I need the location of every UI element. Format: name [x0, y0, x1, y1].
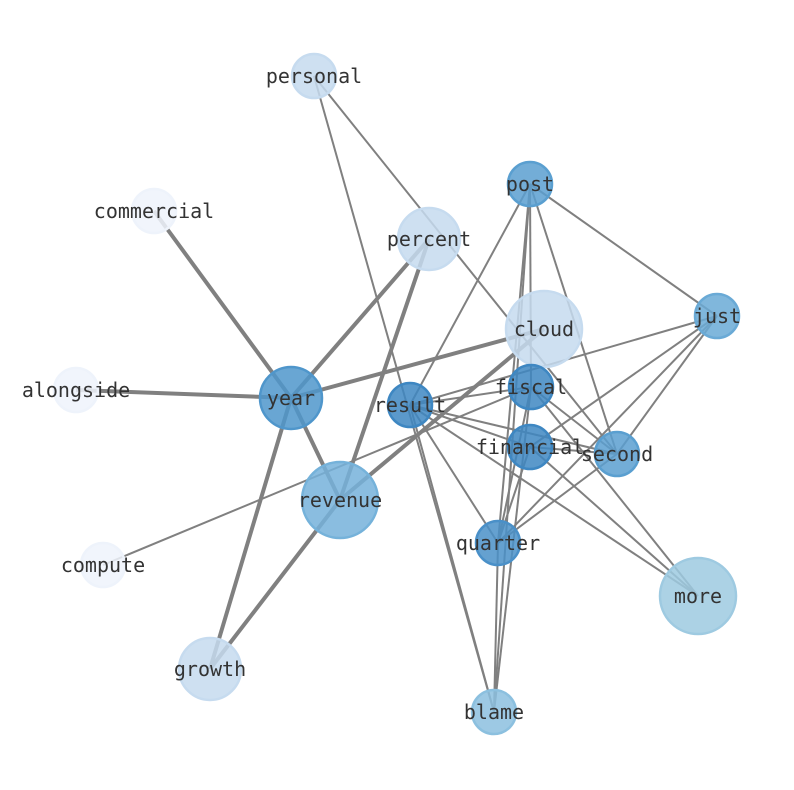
node-revenue[interactable] [300, 460, 380, 540]
edge-fiscal-quarter [497, 386, 532, 544]
edge-post-result [409, 183, 531, 406]
node-label-more: more [674, 584, 722, 608]
labels-layer: personal commercial percent post cloud just al… [22, 64, 741, 724]
edge-just-second [616, 315, 718, 455]
node-label-compute: compute [61, 553, 145, 577]
nodes-layer [52, 52, 741, 736]
node-more[interactable] [658, 556, 738, 636]
node-label-cloud: cloud [514, 317, 574, 341]
node-financial[interactable] [506, 423, 554, 471]
edge-quarter-blame [493, 542, 499, 713]
node-label-commercial: commercial [94, 199, 214, 223]
edge-post-just [529, 183, 718, 317]
edge-second-quarter [497, 453, 618, 544]
node-label-alongside: alongside [22, 378, 130, 402]
edge-revenue-cloud [338, 327, 546, 502]
edge-year-growth [208, 397, 293, 670]
node-percent[interactable] [396, 206, 462, 272]
node-fiscal[interactable] [507, 363, 555, 411]
edge-percent-revenue [338, 238, 431, 501]
node-blame[interactable] [470, 688, 518, 736]
node-label-just: just [693, 304, 741, 328]
node-compute[interactable] [79, 541, 127, 589]
edge-fiscal-more [530, 386, 699, 597]
edge-personal-second [313, 75, 618, 455]
node-label-personal: personal [266, 64, 362, 88]
node-label-revenue: revenue [298, 488, 382, 512]
edge-commercial-year [152, 209, 293, 400]
node-label-post: post [506, 172, 554, 196]
node-growth[interactable] [177, 636, 243, 702]
edge-just-quarter [497, 315, 718, 544]
node-personal[interactable] [290, 52, 338, 100]
edge-result-second [409, 404, 618, 455]
node-label-second: second [581, 442, 653, 466]
node-result[interactable] [386, 381, 434, 429]
node-just[interactable] [693, 292, 741, 340]
edge-result-quarter [409, 404, 499, 544]
edge-alongside-year [75, 388, 292, 400]
edge-post-quarter [497, 183, 531, 544]
node-label-financial: financial [476, 435, 584, 459]
node-label-fiscal: fiscal [495, 375, 567, 399]
node-label-year: year [267, 386, 315, 410]
node-cloud[interactable] [504, 289, 584, 369]
node-label-result: result [374, 393, 446, 417]
node-quarter[interactable] [474, 519, 522, 567]
node-label-percent: percent [387, 227, 471, 251]
node-alongside[interactable] [52, 366, 100, 414]
edge-year-cloud [290, 327, 545, 400]
edge-year-percent [289, 237, 431, 400]
node-label-quarter: quarter [456, 531, 540, 555]
edge-result-blame [409, 404, 495, 713]
node-year[interactable] [258, 365, 324, 431]
node-label-blame: blame [464, 700, 524, 724]
node-commercial[interactable] [130, 187, 178, 235]
node-second[interactable] [593, 430, 641, 478]
node-label-growth: growth [174, 657, 246, 681]
node-post[interactable] [506, 160, 554, 208]
